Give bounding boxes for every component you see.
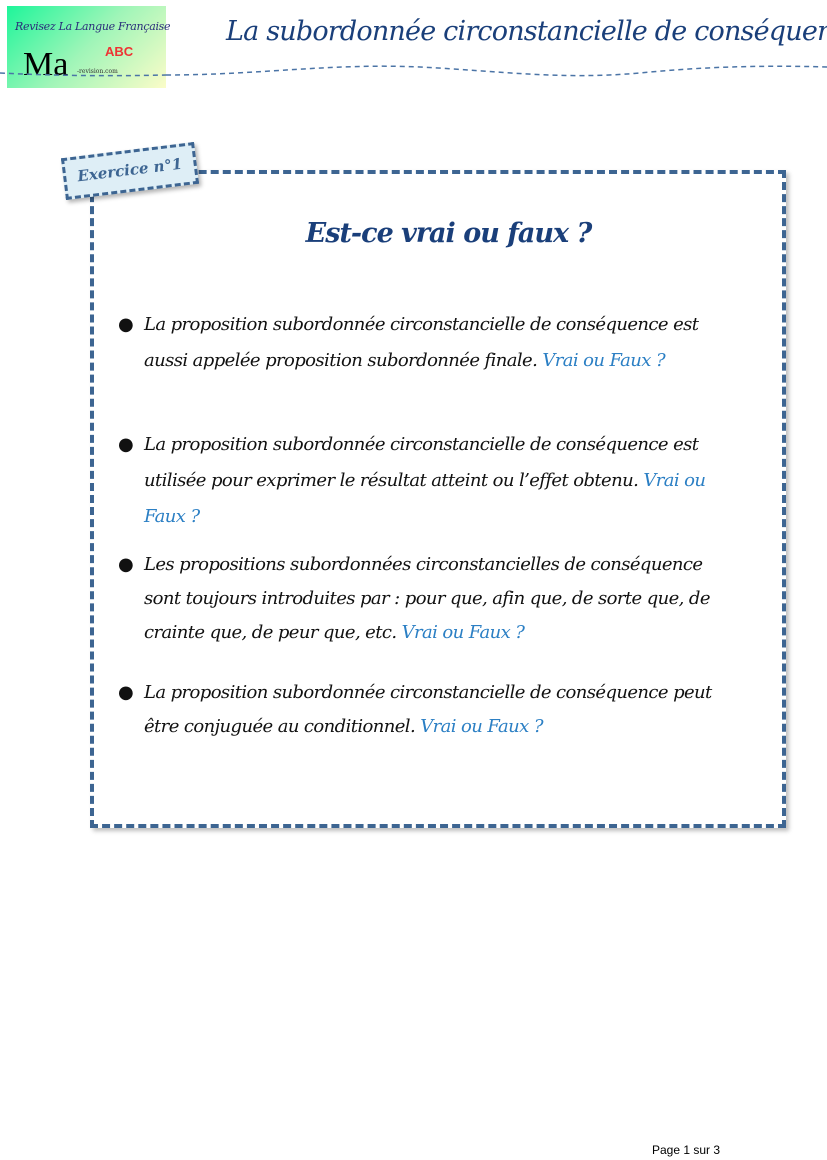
logo-tagline: Revisez La Langue Française [15, 20, 171, 33]
logo-abc: ABC [105, 44, 134, 59]
item-prompt: Vrai ou Faux ? [542, 350, 666, 371]
logo-site: -revision.com [77, 68, 118, 75]
question-title: Est-ce vrai ou faux ? [305, 218, 593, 249]
item-text: La proposition subordonnée circonstancie… [144, 314, 699, 371]
item-prompt: Vrai ou Faux ? [401, 622, 525, 643]
page-number: Page 1 sur 3 [652, 1143, 721, 1157]
item-text: La proposition subordonnée circonstancie… [144, 682, 712, 737]
bullet-icon: ● [118, 682, 134, 703]
bullet-icon: ● [118, 554, 134, 575]
list-item: ● La proposition subordonnée circonstanc… [118, 427, 718, 535]
site-logo: Revisez La Langue Française Ma ABC -revi… [7, 6, 171, 88]
item-text: Les propositions subordonnées circonstan… [144, 554, 711, 643]
exercise-box [90, 170, 786, 828]
item-prompt: Vrai ou Faux ? [420, 716, 543, 737]
list-item: ● La proposition subordonnée circonstanc… [118, 676, 718, 744]
item-prompt: Vrai ou Faux ? [144, 470, 706, 527]
header-wave-divider [0, 65, 827, 77]
document-title: La subordonnée circonstancielle de consé… [226, 16, 827, 47]
bullet-icon: ● [118, 434, 134, 455]
list-item: ● Les propositions subordonnées circonst… [118, 548, 718, 650]
logo-main: Ma [23, 46, 69, 83]
item-text: La proposition subordonnée circonstancie… [144, 434, 699, 491]
bullet-icon: ● [118, 314, 134, 335]
list-item: ● La proposition subordonnée circonstanc… [118, 307, 718, 379]
